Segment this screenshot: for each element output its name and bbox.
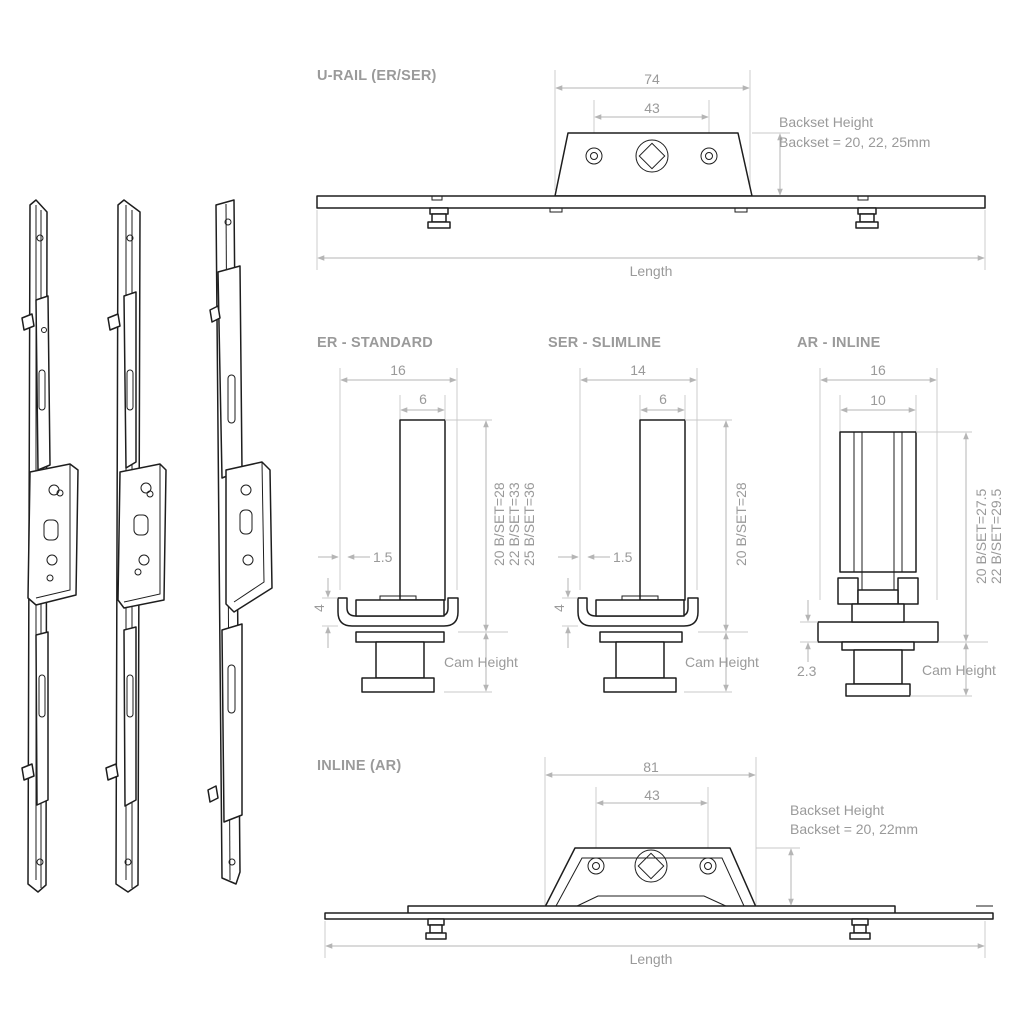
ar-dim-base: 2.3 — [797, 663, 817, 679]
er-title: ER - STANDARD — [317, 335, 433, 351]
lock-illustration-1 — [21, 199, 79, 893]
ser-dim-base: 4 — [551, 604, 567, 612]
er-dim-base: 4 — [311, 604, 327, 612]
er-bset-2: 22 B/SET=33 — [506, 482, 522, 566]
ser-dim-gap: 1.5 — [613, 549, 633, 565]
urail-title: U-RAIL (ER/SER) — [317, 68, 437, 84]
ser-slimline-section: SER - SLIMLINE 14 6 1.5 4 20 B/SET=28 Ca… — [548, 335, 759, 693]
urail-backset-label: Backset Height — [779, 114, 873, 130]
inline-dim-outer: 81 — [643, 759, 659, 775]
ar-bset-1: 20 B/SET=27.5 — [973, 488, 989, 584]
urail-section: U-RAIL (ER/SER) 74 43 Bac — [316, 68, 986, 279]
inline-dim-inner: 43 — [644, 787, 660, 803]
ar-dim-width: 16 — [870, 362, 886, 378]
lock-illustration-3 — [207, 199, 273, 885]
ar-dim-spindle: 10 — [870, 392, 886, 408]
ar-inline-section: AR - INLINE 16 10 2.3 20 B/SET=27.5 22 B — [797, 335, 1004, 697]
ser-dim-spindle: 6 — [659, 391, 667, 407]
lock-illustration-2 — [105, 199, 167, 893]
ser-title: SER - SLIMLINE — [548, 335, 661, 351]
inline-ar-section: INLINE (AR) 81 43 Backset Height Ba — [317, 757, 994, 967]
urail-dim-outer: 74 — [644, 71, 660, 87]
er-dim-width: 16 — [390, 362, 406, 378]
ser-dim-width: 14 — [630, 362, 646, 378]
urail-backset-values: Backset = 20, 22, 25mm — [779, 134, 930, 150]
inline-length-label: Length — [630, 951, 673, 967]
urail-length-label: Length — [630, 263, 673, 279]
er-dim-spindle: 6 — [419, 391, 427, 407]
er-bset-1: 20 B/SET=28 — [491, 482, 507, 566]
inline-backset-values: Backset = 20, 22mm — [790, 821, 918, 837]
ser-cam-label: Cam Height — [685, 654, 759, 670]
er-dim-gap: 1.5 — [373, 549, 393, 565]
er-bset-3: 25 B/SET=36 — [521, 482, 537, 566]
inline-backset-label: Backset Height — [790, 802, 884, 818]
er-cam-label: Cam Height — [444, 654, 518, 670]
er-standard-section: ER - STANDARD 16 6 1.5 4 20 B/SET= — [311, 335, 537, 693]
ar-title: AR - INLINE — [797, 335, 881, 351]
urail-dim-inner: 43 — [644, 100, 660, 116]
ar-bset-2: 22 B/SET=29.5 — [988, 488, 1004, 584]
ar-cam-label: Cam Height — [922, 662, 996, 678]
inline-title: INLINE (AR) — [317, 758, 401, 774]
ser-bset-1: 20 B/SET=28 — [733, 482, 749, 566]
